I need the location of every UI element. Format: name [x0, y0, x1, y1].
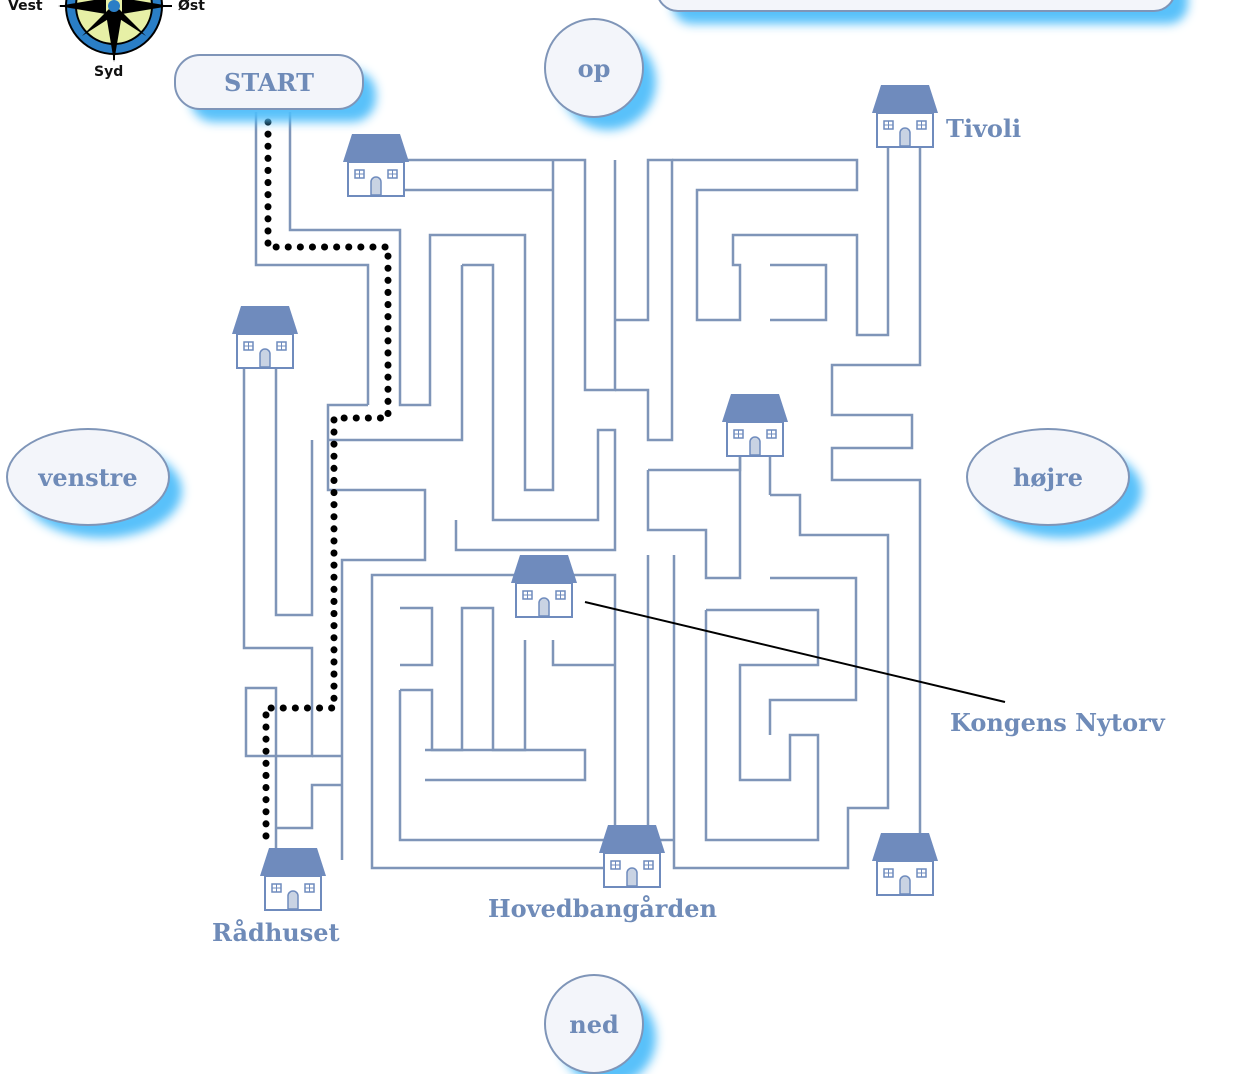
house-icon[interactable]: [231, 305, 299, 369]
maze-walls: [242, 112, 922, 870]
kongens-nytorv-label: Kongens Nytorv: [950, 708, 1165, 737]
pointer-line: [584, 601, 1006, 703]
compass: Vest Øst Syd: [0, 0, 230, 90]
hovedbanegaarden-house-icon[interactable]: [598, 824, 666, 888]
house-icon[interactable]: [342, 133, 410, 197]
raadhuset-house-icon[interactable]: [259, 847, 327, 911]
up-button[interactable]: op: [544, 18, 644, 118]
tivoli-label: Tivoli: [946, 114, 1022, 143]
right-button[interactable]: højre: [966, 428, 1130, 526]
kongens-nytorv-house-icon[interactable]: [510, 554, 578, 618]
route-path: [262, 118, 392, 852]
left-button[interactable]: venstre: [6, 428, 170, 526]
hovedbanegaarden-label: Hovedbangården: [488, 894, 717, 923]
compass-east-label: Øst: [178, 0, 205, 14]
start-button[interactable]: START: [174, 54, 364, 110]
house-icon[interactable]: [721, 393, 789, 457]
compass-south-label: Syd: [94, 64, 124, 80]
down-button[interactable]: ned: [544, 974, 644, 1074]
compass-west-label: Vest: [8, 0, 43, 14]
tivoli-house-icon[interactable]: [871, 84, 939, 148]
house-icon[interactable]: [871, 832, 939, 896]
compass-rose-icon: [58, 0, 172, 62]
raadhuset-label: Rådhuset: [212, 918, 340, 947]
